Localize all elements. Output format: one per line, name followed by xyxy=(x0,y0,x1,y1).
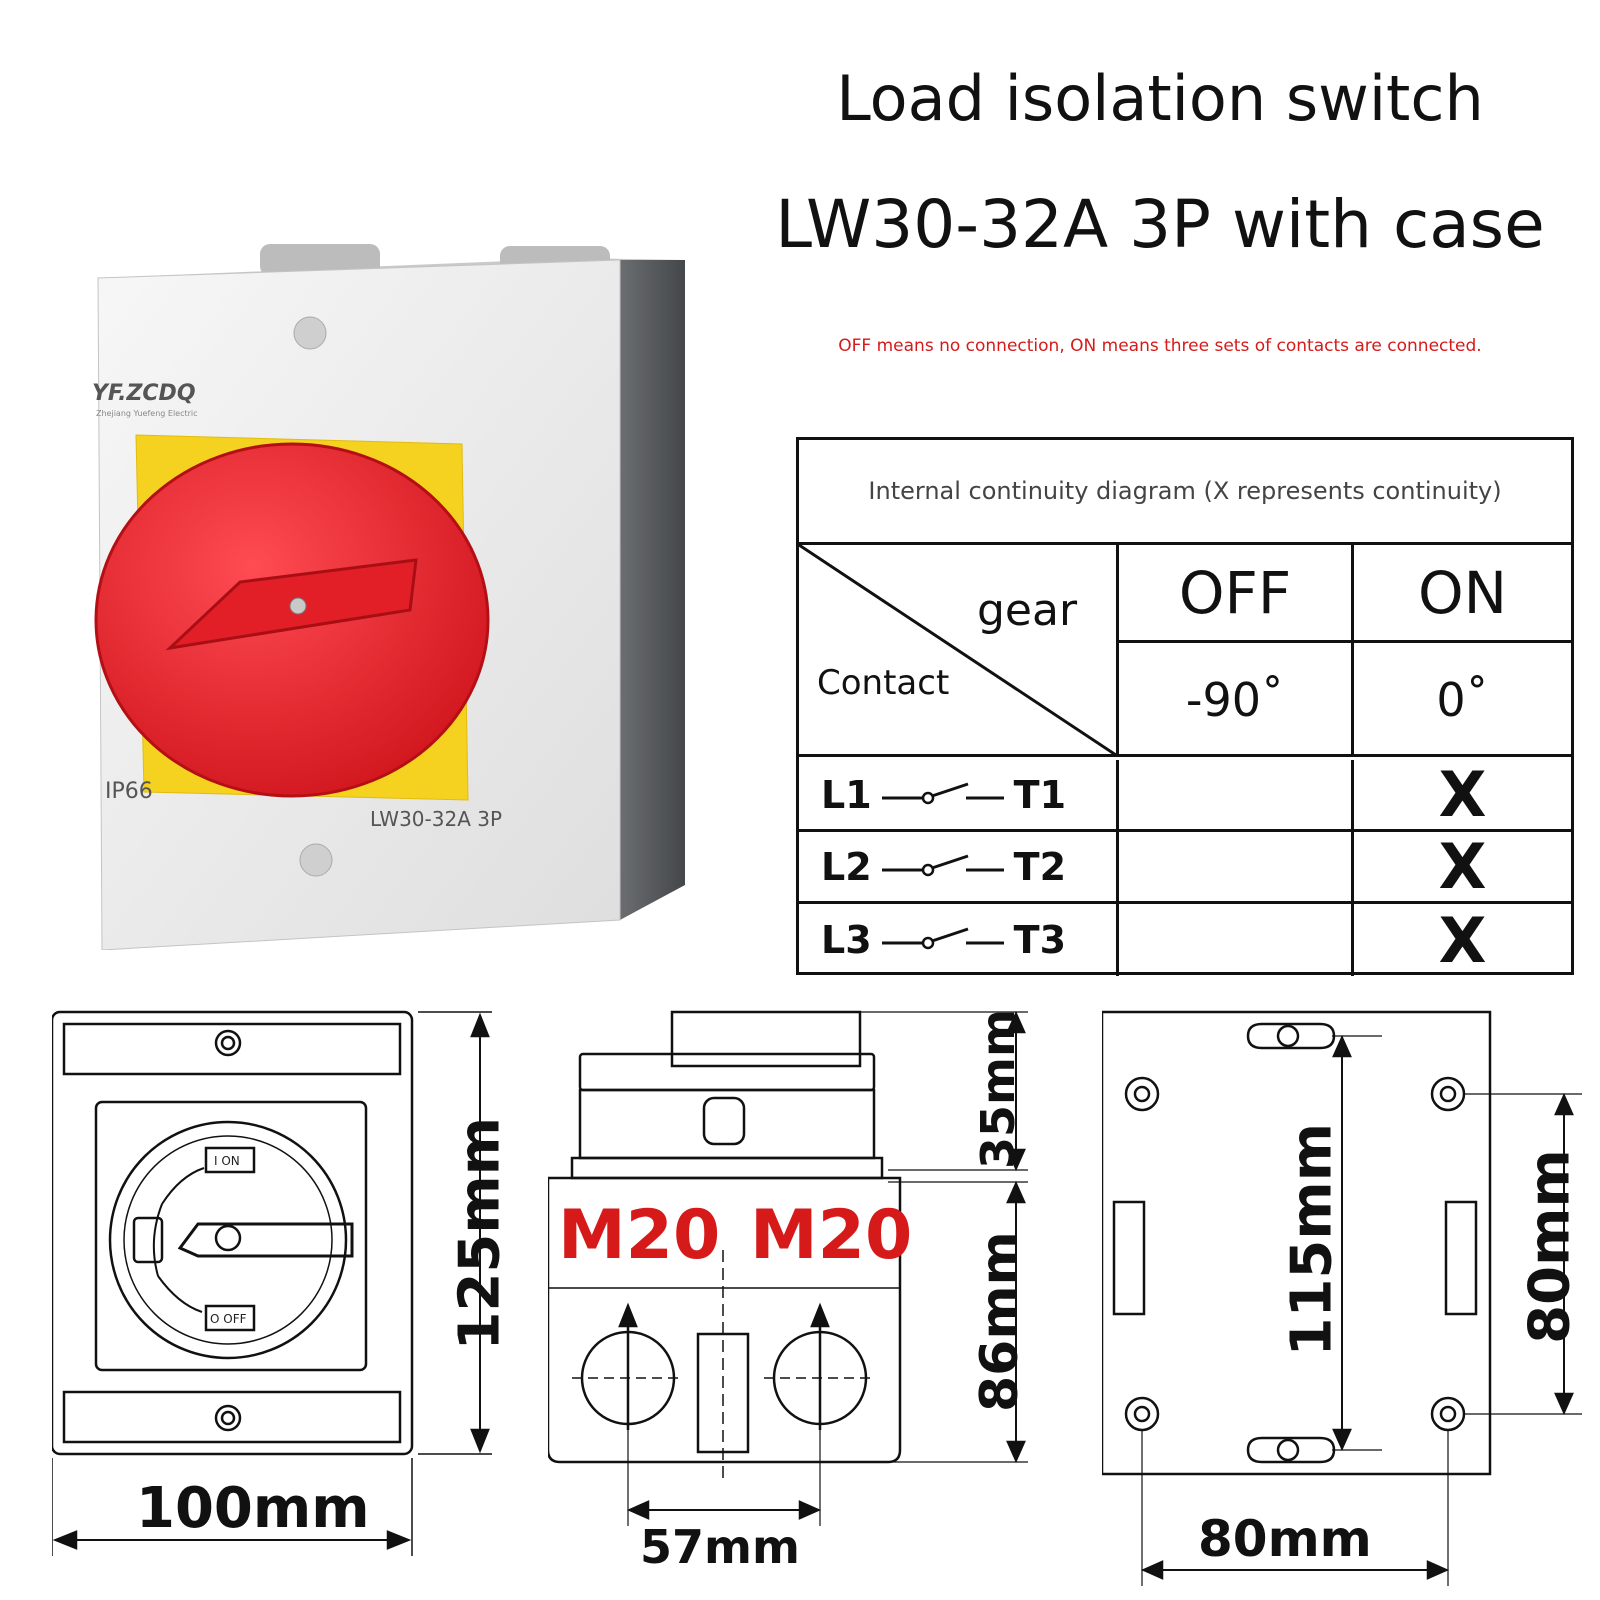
gland-spacing-dimension: 57mm xyxy=(640,1520,800,1574)
page-title: Load isolation switch xyxy=(836,62,1484,135)
height-dimension: 125mm xyxy=(447,1116,513,1351)
ip-rating: IP66 xyxy=(105,779,153,804)
corner-diagonal xyxy=(799,545,1119,757)
brand-subtitle: Zhejiang Yuefeng Electric xyxy=(96,409,198,418)
off-state-cell xyxy=(1119,832,1354,901)
top-height-dimension: 35mm xyxy=(971,1009,1025,1169)
switch-symbol-icon xyxy=(881,927,1004,950)
model-label: LW30-32A 3P xyxy=(370,807,502,831)
hole-horizontal-dimension: 80mm xyxy=(1198,1510,1372,1568)
model-subtitle: LW30-32A 3P with case xyxy=(775,186,1545,263)
front-view-svg xyxy=(50,1010,498,1556)
gland-label-left: M20 xyxy=(558,1196,721,1275)
table-corner-header: gear Contact xyxy=(799,545,1119,757)
contact-cell: L2 T2 xyxy=(799,832,1119,901)
column-label: ON xyxy=(1354,545,1571,643)
table-row: L1 T1 X xyxy=(799,758,1571,832)
contact-output: T1 xyxy=(1013,772,1067,817)
isolation-switch-illustration: YF.ZCDQ Zhejiang Yuefeng Electric IP66 L… xyxy=(92,244,685,951)
off-state-cell xyxy=(1119,904,1354,976)
side-view-drawing: M20 M20 35mm 86mm 57mm xyxy=(546,1009,1048,1574)
on-state-cell: X xyxy=(1438,758,1487,831)
brand-logo: YF.ZCDQ xyxy=(92,381,196,406)
switch-symbol-icon xyxy=(881,782,1004,804)
contact-cell: L3 T3 xyxy=(799,904,1119,976)
column-label: OFF xyxy=(1119,545,1351,643)
back-view-drawing: 115mm 80mm 80mm xyxy=(1100,1010,1592,1590)
column-angle: -90˚ xyxy=(1185,673,1285,727)
continuity-table: Internal continuity diagram (X represent… xyxy=(796,437,1574,977)
contact-input: L1 xyxy=(821,772,872,817)
switch-symbol-icon xyxy=(881,854,1004,876)
gear-label: gear xyxy=(977,585,1078,636)
table-row: L2 T2 X xyxy=(799,830,1571,904)
contact-input: L3 xyxy=(821,918,872,962)
side-view-svg xyxy=(546,1010,1028,1526)
gland-label-right: M20 xyxy=(750,1196,913,1275)
handle-screw xyxy=(289,597,307,615)
table-caption: Internal continuity diagram (X represent… xyxy=(799,440,1571,545)
front-view-drawing: I ON O OFF 100mm 125mm xyxy=(50,1008,513,1568)
contact-label: Contact xyxy=(817,663,950,703)
screw-hole xyxy=(299,843,333,877)
contact-output: T2 xyxy=(1013,844,1067,889)
column-on: ON 0˚ xyxy=(1354,545,1571,757)
continuity-note: OFF means no connection, ON means three … xyxy=(838,336,1482,356)
contact-cell: L1 T1 xyxy=(799,760,1119,829)
screw-hole xyxy=(293,316,327,350)
on-state-cell: X xyxy=(1438,830,1487,903)
contact-input: L2 xyxy=(821,844,872,889)
top-gland-cap xyxy=(260,244,380,276)
back-view-svg xyxy=(1100,1010,1582,1586)
on-position-label: I ON xyxy=(214,1154,240,1168)
product-photo: YF.ZCDQ Zhejiang Yuefeng Electric IP66 L… xyxy=(60,230,730,951)
body-height-dimension: 86mm xyxy=(970,1231,1030,1412)
contact-output: T3 xyxy=(1013,918,1067,962)
table-row: L3 T3 X xyxy=(799,903,1571,977)
column-angle: 0˚ xyxy=(1436,673,1489,727)
column-off: OFF -90˚ xyxy=(1119,545,1354,757)
off-position-label: O OFF xyxy=(210,1312,247,1326)
slot-spacing-dimension: 115mm xyxy=(1279,1122,1345,1357)
width-dimension: 100mm xyxy=(136,1476,370,1541)
case-side xyxy=(620,260,685,920)
on-state-cell: X xyxy=(1438,903,1487,977)
hole-vertical-dimension: 80mm xyxy=(1517,1149,1583,1344)
off-state-cell xyxy=(1119,760,1354,829)
